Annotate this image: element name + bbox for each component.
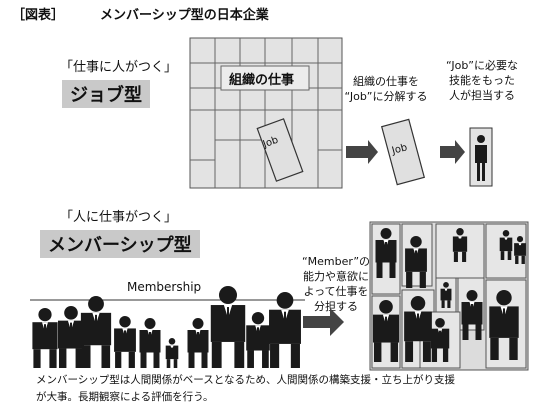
allocation-note-line: よって仕事を — [303, 285, 369, 298]
person-figure — [32, 308, 58, 368]
allocation-note-line: 分担する — [314, 300, 358, 313]
person-figure — [372, 300, 400, 362]
person-figure — [404, 296, 432, 362]
assign-arrow — [440, 140, 465, 164]
person-figure — [375, 228, 397, 278]
person-figure — [114, 316, 136, 368]
allocation-note-line: “Member”の — [301, 255, 371, 268]
assigned-person-icon — [475, 135, 487, 181]
person-figure — [514, 236, 526, 264]
footnote: メンバーシップ型は人間関係がベースとなるため、人間関係の構築支援・立ち上がり支援… — [36, 372, 546, 406]
job-card-in-grid — [256, 118, 304, 182]
membership-type-label: メンバーシップ型 — [40, 230, 200, 258]
split-note-line: “Job”に分解する — [344, 90, 428, 103]
assign-note-line: “Job”に必要な — [445, 59, 518, 72]
person-figure — [210, 286, 246, 368]
person-figure — [165, 338, 179, 368]
allocation-arrow — [303, 308, 344, 336]
figure-title: メンバーシップ型の日本企業 — [100, 8, 269, 23]
split-note: 組織の仕事を “Job”に分解する — [342, 74, 430, 104]
assign-note-line: 技能をもった — [449, 74, 515, 87]
person-figure — [246, 312, 270, 368]
person-figure — [269, 292, 301, 368]
membership-people — [32, 286, 301, 368]
footnote-line: が大事。長期観察による評価を行う。 — [36, 391, 214, 403]
job-card-extracted — [380, 118, 426, 186]
organization-work-label: 組織の仕事 — [229, 73, 295, 88]
footnote-line: メンバーシップ型は人間関係がベースとなるため、人間関係の構築支援・立ち上がり支援 — [36, 374, 455, 386]
membership-label: Membership — [127, 280, 202, 294]
person-figure — [405, 236, 427, 288]
person-figure — [452, 228, 468, 262]
person-figure — [57, 306, 85, 368]
allocation-note-line: 能力や意欲に — [303, 270, 369, 283]
split-arrow — [346, 140, 378, 164]
panel-people — [371, 223, 527, 369]
person-figure — [499, 230, 513, 260]
split-note-line: 組織の仕事を — [353, 75, 419, 88]
job-type-label: ジョブ型 — [62, 80, 150, 108]
assign-note-line: 人が担当する — [449, 89, 515, 102]
figure-label: ［図表］ — [12, 8, 65, 23]
person-figure — [461, 290, 483, 340]
person-figure — [489, 290, 519, 360]
allocation-note: “Member”の 能力や意欲に よって仕事を 分担する — [296, 254, 376, 314]
person-figure — [440, 282, 452, 308]
organization-work-grid — [189, 37, 343, 189]
person-figure — [139, 318, 161, 368]
membership-type-quote: 「人に仕事がつく」 — [60, 210, 178, 225]
job-type-quote: 「仕事に人がつく」 — [60, 60, 178, 75]
person-figure — [430, 318, 450, 362]
person-figure — [187, 318, 209, 368]
person-figure — [80, 296, 112, 368]
assign-note: “Job”に必要な 技能をもった 人が担当する — [438, 58, 526, 103]
